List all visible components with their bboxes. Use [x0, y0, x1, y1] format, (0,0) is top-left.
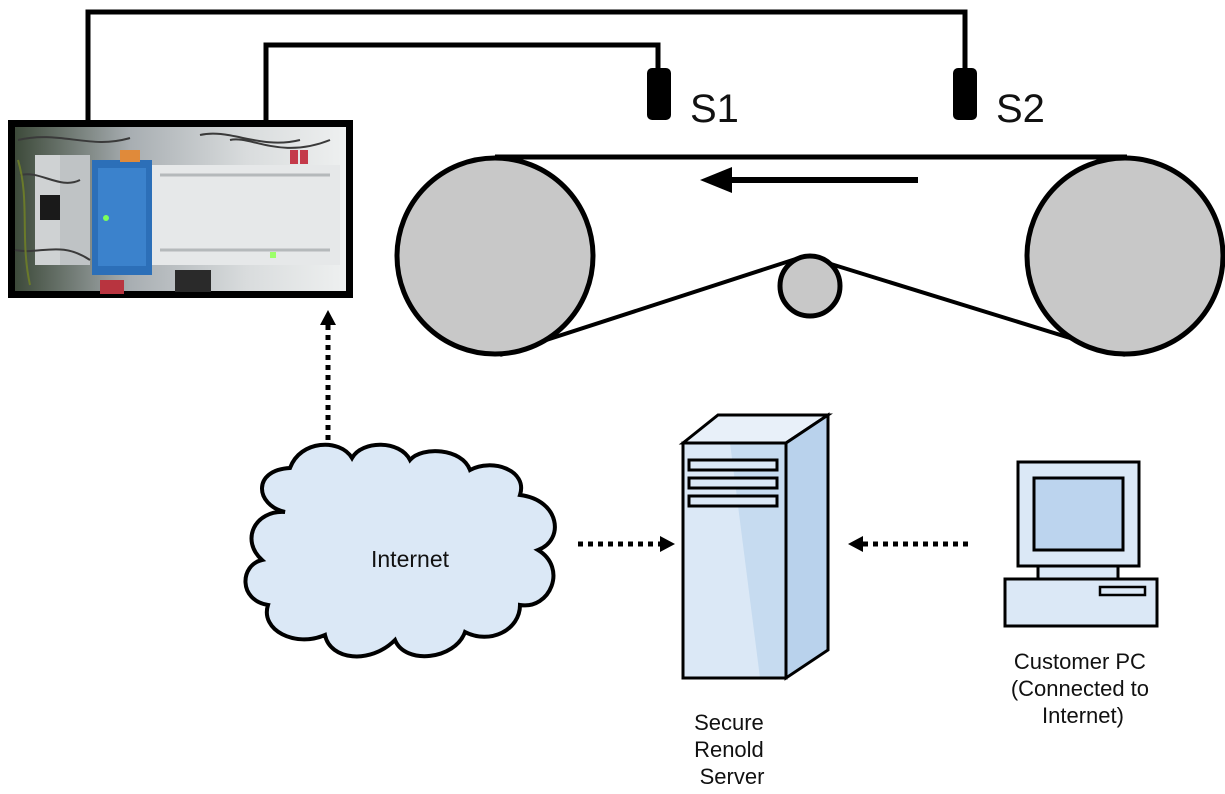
sensor-s2-body: [953, 68, 977, 120]
conveyor-right-pulley: [1024, 155, 1225, 357]
conveyor: [394, 154, 1225, 357]
sensor-s1-body: [647, 68, 671, 120]
wire-s1: [263, 42, 661, 122]
cloud-icon: [243, 442, 557, 659]
internet-label: Internet: [371, 546, 450, 572]
pc-server-link: [848, 536, 968, 552]
internet-server-link: [578, 536, 675, 552]
sensor-s2: S2: [953, 68, 1045, 131]
wire-s2: [85, 9, 968, 122]
server: Secure Renold Server: [678, 412, 833, 789]
internet-cloud: Internet: [243, 442, 557, 659]
sensor-s1-label: S1: [690, 87, 739, 131]
server-icon: [678, 412, 833, 681]
pc-label: Customer PC (Connected to Internet): [1011, 649, 1155, 728]
conveyor-left-pulley: [394, 155, 596, 357]
sensor-s1: S1: [647, 68, 739, 131]
controller-panel: [8, 120, 353, 298]
computer-icon: [1003, 460, 1159, 628]
sensor-s2-label: S2: [996, 87, 1045, 131]
controller-internet-link: [320, 310, 336, 466]
server-label: Secure Renold Server: [694, 710, 770, 789]
sensor-wiring: [85, 9, 968, 122]
controller-panel-photo-icon: [14, 127, 346, 294]
belt-direction-arrow: [700, 167, 918, 193]
customer-pc: Customer PC (Connected to Internet): [1003, 460, 1159, 728]
conveyor-idler-roller: [777, 253, 843, 319]
